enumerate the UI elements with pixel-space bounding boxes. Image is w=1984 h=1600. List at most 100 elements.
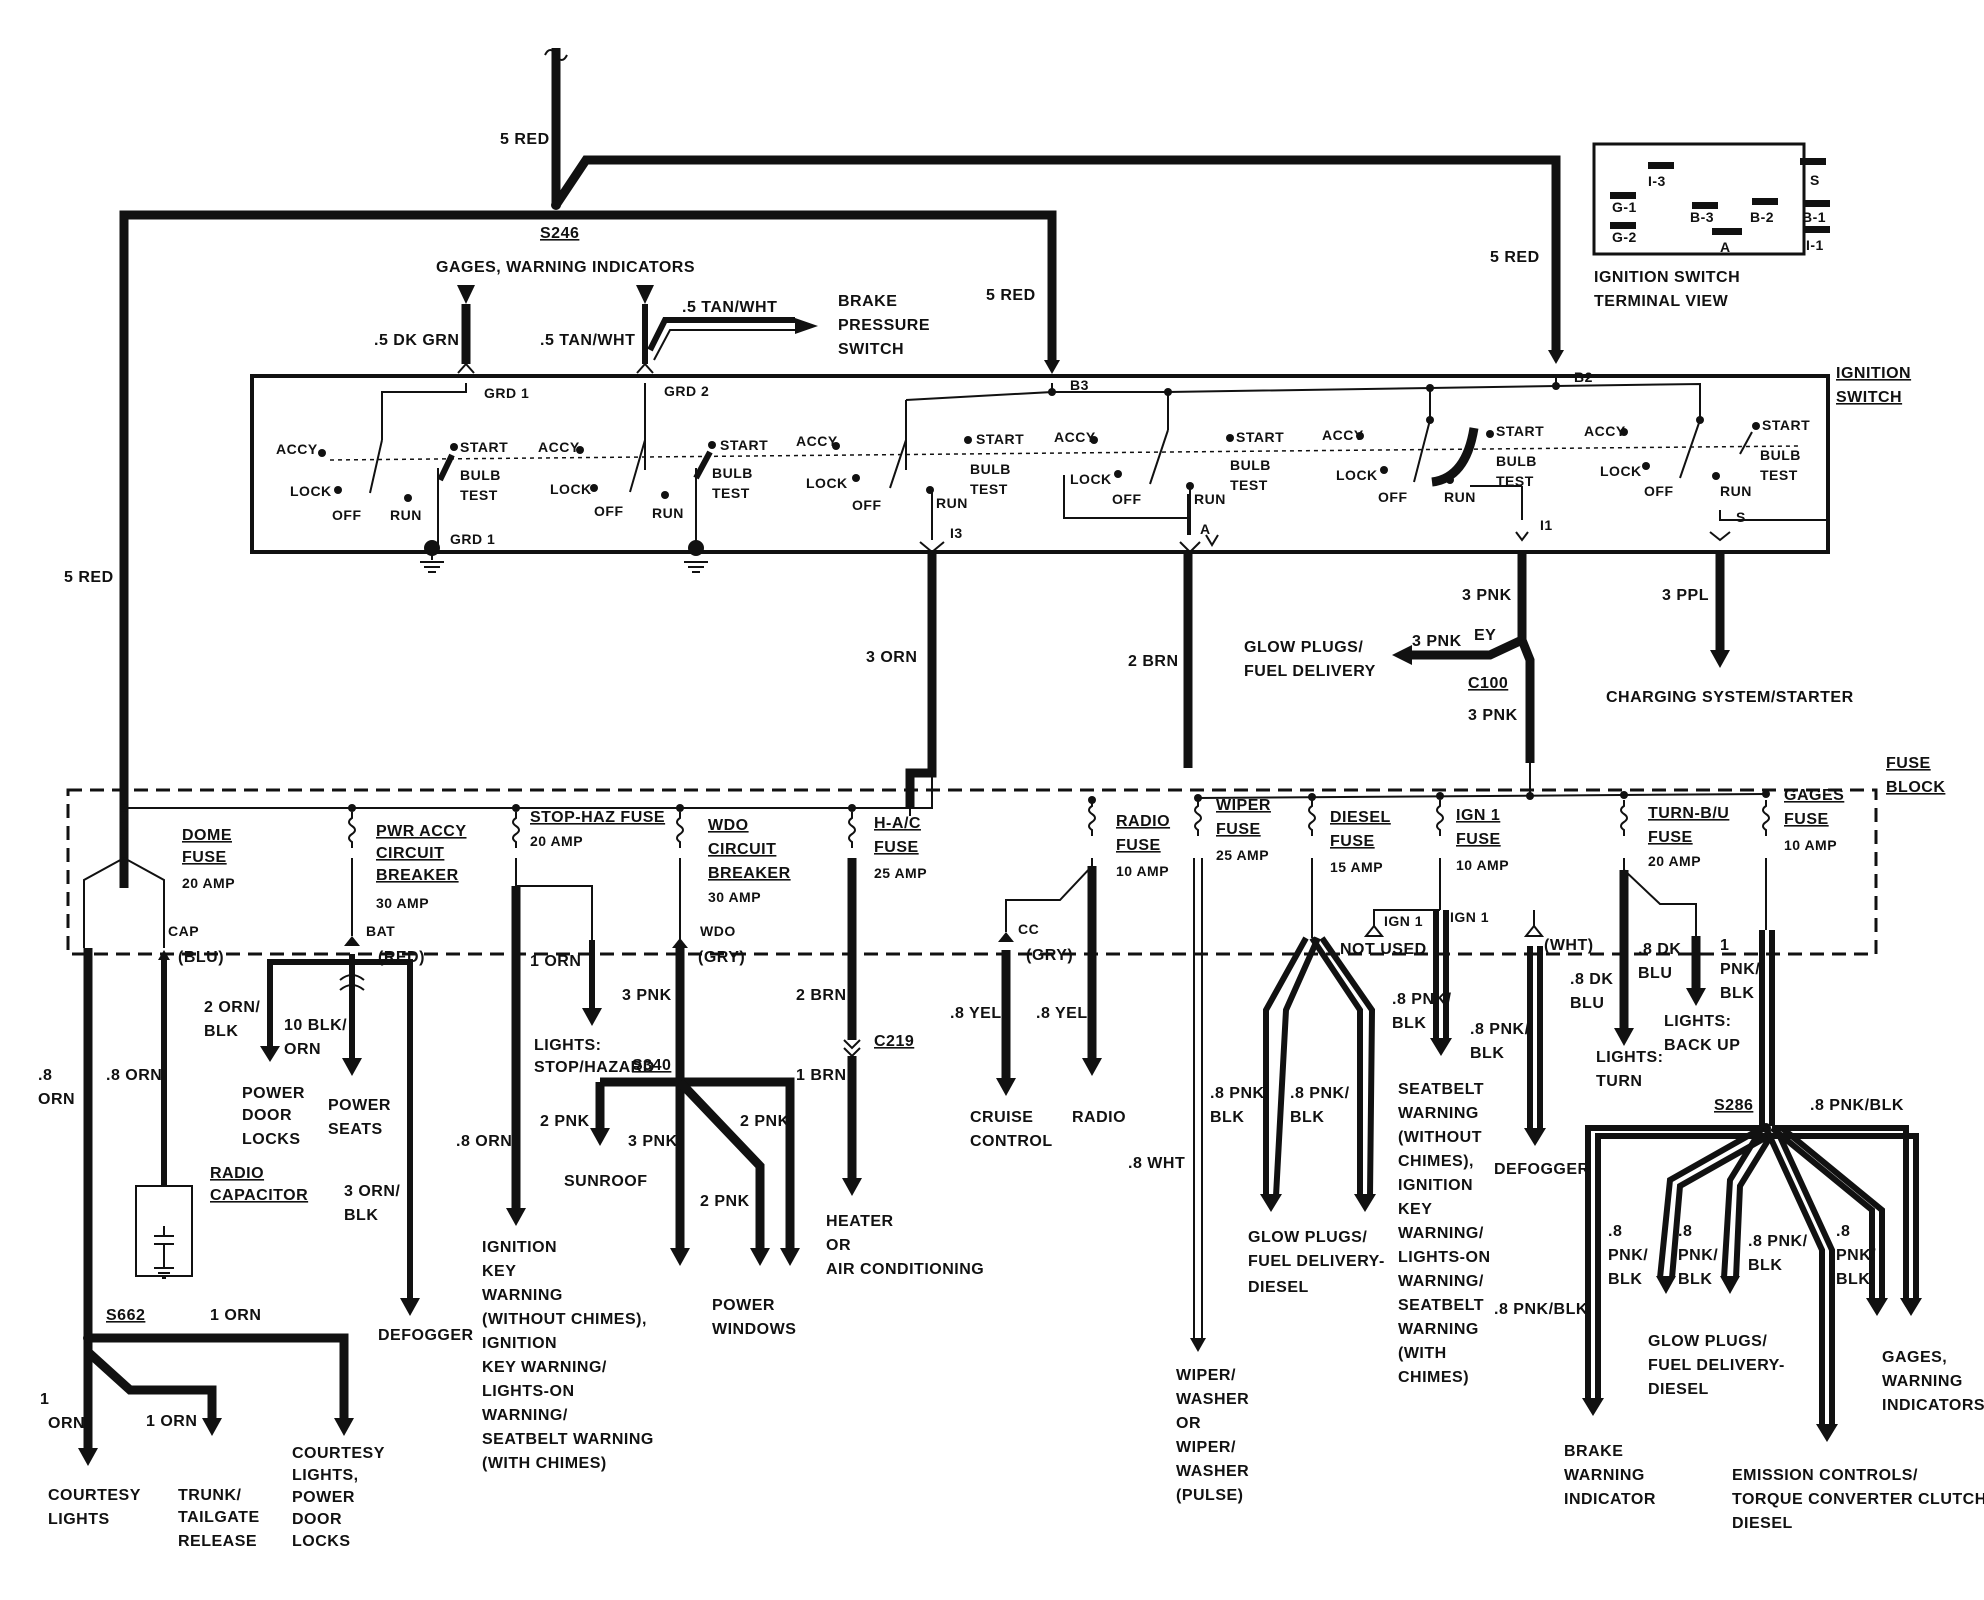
wire-label: .5 TAN/WHT <box>540 332 635 349</box>
wire-label: .8 DK <box>1638 941 1681 958</box>
component-label: SWITCH <box>838 341 904 358</box>
svg-text:BULB: BULB <box>460 467 501 483</box>
destination-label: GAGES, <box>1882 1349 1947 1366</box>
destination-label: HEATER <box>826 1213 894 1230</box>
wire-label: .8 PNK/ <box>1290 1085 1350 1102</box>
svg-text:TEST: TEST <box>460 487 498 503</box>
wire-label: ORN <box>38 1091 75 1108</box>
destination-label: TRUNK/ <box>178 1487 241 1504</box>
wire-label: 3 PNK <box>622 987 672 1004</box>
terminal-label: B3 <box>1070 377 1089 393</box>
wire-label: 1 ORN <box>210 1307 261 1324</box>
wire-label: BLK <box>1392 1015 1426 1032</box>
svg-text:OFF: OFF <box>852 497 882 513</box>
dome-circuit <box>83 857 193 1450</box>
svg-text:FUSE: FUSE <box>1116 837 1161 854</box>
ignition-switch-box <box>250 374 1830 554</box>
svg-text:BULB: BULB <box>712 465 753 481</box>
svg-text:OFF: OFF <box>1112 491 1142 507</box>
destination-label: KEY <box>1398 1201 1432 1218</box>
wire-label: .8 PNK/BLK <box>1810 1097 1904 1114</box>
destination-label: GLOW PLUGS/ <box>1648 1333 1767 1350</box>
wire-label: 2 PNK <box>740 1113 790 1130</box>
svg-text:FUSE: FUSE <box>1216 821 1261 838</box>
wire-label: .8 WHT <box>1128 1155 1185 1172</box>
wire-label: 1 BRN <box>796 1067 847 1084</box>
svg-text:15 AMP: 15 AMP <box>1330 859 1383 875</box>
destination-label: CONTROL <box>970 1133 1053 1150</box>
destination-label: LIGHTS-ON <box>482 1383 575 1400</box>
svg-text:30 AMP: 30 AMP <box>708 889 761 905</box>
destination-label: FUEL DELIVERY- <box>1648 1357 1785 1374</box>
destination-label: DEFOGGER <box>378 1327 474 1344</box>
wire-label: .8 PNK/ <box>1210 1085 1270 1102</box>
destination-label: (WITHOUT CHIMES), <box>482 1311 647 1328</box>
wire-label: (RED) <box>378 949 425 966</box>
svg-text:20 AMP: 20 AMP <box>1648 853 1701 869</box>
svg-text:G-2: G-2 <box>1612 229 1637 245</box>
wire-label: BLK <box>1290 1109 1324 1126</box>
wire-label: GAGES, WARNING INDICATORS <box>436 259 695 276</box>
svg-text:B-2: B-2 <box>1750 209 1774 225</box>
component-label: PRESSURE <box>838 317 930 334</box>
destination-label: (WITHOUT <box>1398 1129 1482 1146</box>
wire-label: 1 ORN <box>530 953 581 970</box>
destination-label: IGNITION <box>482 1239 557 1256</box>
destination-label: WARNING <box>1882 1373 1963 1390</box>
main-power-feed <box>119 48 1564 888</box>
svg-text:START: START <box>720 437 768 453</box>
hac-circuit <box>842 858 862 1196</box>
wire-label: 2 PNK <box>700 1193 750 1210</box>
wire-label: (BLU) <box>178 949 224 966</box>
svg-text:20 AMP: 20 AMP <box>182 875 235 891</box>
ground-feeds <box>457 285 818 374</box>
wire-label: .8 DK <box>1570 971 1613 988</box>
destination-label: GLOW PLUGS/ <box>1248 1229 1367 1246</box>
terminal-label: GRD 1 <box>484 385 529 401</box>
svg-text:FUSE: FUSE <box>182 849 227 866</box>
break-symbol <box>544 49 568 61</box>
splice-label: S662 <box>106 1307 145 1324</box>
switch-group-3: ACCY LOCK OFF RUN START BULB TEST <box>796 431 1024 540</box>
wire-label: BLK <box>1210 1109 1244 1126</box>
svg-text:G-1: G-1 <box>1612 199 1637 215</box>
svg-text:RUN: RUN <box>936 495 968 511</box>
svg-text:START: START <box>1496 423 1544 439</box>
destination-label: STOP/HAZARD <box>534 1059 655 1076</box>
terminal-label: CC <box>1018 921 1039 937</box>
wire-label: ORN <box>48 1415 85 1432</box>
destination-label: CHIMES), <box>1398 1153 1474 1170</box>
destination-label: LOCKS <box>292 1533 351 1550</box>
switch-group-6: ACCY LOCK OFF RUN START BULB TEST <box>1584 417 1810 499</box>
svg-text:LOCK: LOCK <box>290 483 332 499</box>
destination-label: INDICATORS <box>1882 1397 1984 1414</box>
destination-label: WARNING/ <box>482 1407 568 1424</box>
svg-text:ACCY: ACCY <box>276 441 318 457</box>
wire-label: .8 YEL <box>950 1005 1002 1022</box>
svg-text:OFF: OFF <box>332 507 362 523</box>
wire-label: 3 ORN <box>866 649 917 666</box>
svg-text:OFF: OFF <box>1378 489 1408 505</box>
wire-label: 3 PNK <box>1468 707 1518 724</box>
wire-label: 5 RED <box>1490 249 1540 266</box>
svg-text:FUSE: FUSE <box>1784 811 1829 828</box>
svg-text:25 AMP: 25 AMP <box>874 865 927 881</box>
svg-text:LOCK: LOCK <box>806 475 848 491</box>
destination-label: LIGHTS, <box>292 1467 359 1484</box>
destination-label: SEATS <box>328 1121 383 1138</box>
terminal-label: A <box>1200 521 1211 537</box>
wire-label: .8 PNK/ <box>1470 1021 1530 1038</box>
svg-text:25 AMP: 25 AMP <box>1216 847 1269 863</box>
wire-label: .8 <box>1678 1223 1692 1240</box>
switch-group-2: ACCY LOCK OFF RUN START BULB TEST <box>538 437 768 552</box>
svg-text:FUSE: FUSE <box>1330 833 1375 850</box>
svg-text:BREAKER: BREAKER <box>708 865 791 882</box>
destination-label: INDICATOR <box>1564 1491 1656 1508</box>
wire-label: IGN 1 <box>1450 909 1489 925</box>
destination-label: POWER <box>292 1489 355 1506</box>
terminal-label: B2 <box>1574 369 1593 385</box>
svg-text:LOCK: LOCK <box>1070 471 1112 487</box>
destination-label: KEY WARNING/ <box>482 1359 607 1376</box>
terminal-label: I1 <box>1540 517 1553 533</box>
destination-label: LIGHTS: <box>534 1037 602 1054</box>
